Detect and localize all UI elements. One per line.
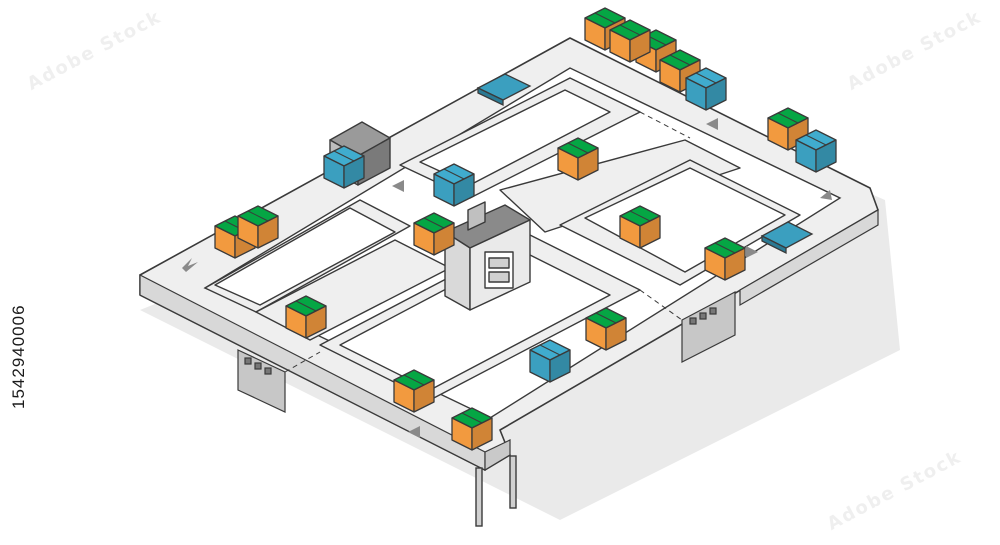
arrow-left-bottom (408, 426, 420, 438)
orange-parcel-box (609, 19, 651, 63)
orange-parcel-box (557, 137, 599, 181)
arrow-left-upper (706, 118, 718, 130)
blue-parcel-box (685, 67, 727, 111)
arrow-right-mid (746, 246, 758, 258)
blue-parcel-box (323, 145, 365, 189)
belt-dividers (284, 111, 691, 373)
lane-center (499, 139, 741, 233)
control-panels (237, 291, 736, 413)
blue-parcel-box (529, 339, 571, 383)
orange-parcel-box (619, 205, 661, 249)
sorting-machine-center (444, 201, 531, 311)
blue-parcel-box (795, 129, 837, 173)
parcel-boxes (214, 7, 837, 451)
direction-arrows (182, 118, 832, 438)
arrow-up-left-right (820, 190, 832, 200)
scanner-pads (476, 73, 814, 255)
orange-parcel-box (393, 369, 435, 413)
orange-parcel-box (413, 212, 455, 256)
orange-parcel-box (704, 237, 746, 281)
arrow-left-top (392, 180, 404, 192)
right-control-panel (681, 291, 736, 363)
image-id-label: 1542940006 (9, 304, 28, 410)
orange-parcel-box (285, 295, 327, 339)
orange-parcel-box (237, 205, 279, 249)
arrow-up-right-left (182, 258, 198, 272)
conveyor-legs (475, 455, 517, 527)
blue-parcel-box (433, 163, 475, 207)
orange-parcel-box (585, 307, 627, 351)
orange-parcel-box (451, 407, 493, 451)
left-control-panel (237, 349, 286, 413)
